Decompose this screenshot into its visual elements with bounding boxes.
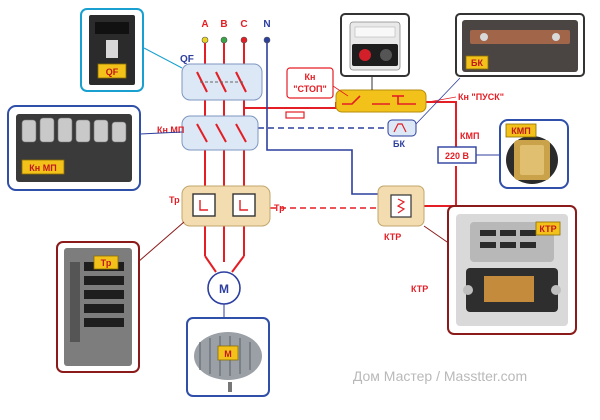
photo-kmp-coil: КМП — [499, 119, 569, 189]
phase-a-terminal — [201, 36, 209, 44]
photo-ktr-side-label: КТР — [411, 284, 428, 294]
tr-right-label: Тр — [274, 203, 285, 213]
phase-c-label: C — [240, 19, 247, 30]
ktr-block: КТР — [377, 185, 425, 242]
photo-bk-label: БК — [471, 58, 483, 68]
photo-qf: QF — [80, 8, 144, 92]
photo-qf-label: QF — [106, 67, 119, 77]
control-panel — [335, 89, 427, 113]
neutral-label: N — [263, 19, 270, 30]
bk-contact-block: БК — [387, 77, 461, 149]
phase-b-label: B — [220, 19, 227, 30]
photo-ktr: КТР КТР — [411, 205, 577, 335]
phase-a-to-motor — [204, 255, 217, 273]
photo-tr-relay: Тр — [56, 241, 140, 373]
coil-to-ktr — [424, 166, 457, 207]
neutral-terminal — [263, 36, 271, 44]
tr-element-right — [232, 193, 256, 217]
photo-button-station — [340, 13, 410, 77]
ktr-element — [390, 194, 412, 218]
bk-panel — [387, 119, 417, 137]
photo-ktr-label: КТР — [539, 224, 556, 234]
phase-a-label: A — [201, 19, 208, 30]
photo-bk: БК — [455, 13, 585, 77]
kn-stop-label-1: Кн — [305, 72, 316, 82]
voltage-label: 220 В — [445, 151, 470, 161]
photo-motor-label: М — [224, 349, 232, 359]
tr-left-label: Тр — [169, 195, 180, 205]
photo-tr-label: Тр — [101, 258, 112, 268]
stop-button-callout — [286, 67, 334, 99]
control-line-to-coil — [426, 101, 457, 150]
photo-kmp-label: КМП — [511, 126, 530, 136]
control-line-phase — [244, 102, 337, 109]
tr-element-left — [192, 193, 216, 217]
control-buttons-block: Кн "СТОП" Кн "ПУСК" — [285, 67, 504, 119]
qf-breaker-block: QF — [180, 54, 263, 101]
phase-c-terminal — [240, 36, 248, 44]
ktr-label: КТР — [384, 232, 401, 242]
fuse-element — [285, 111, 305, 119]
start-button-icon — [380, 49, 392, 61]
kn-pusk-label: Кн "ПУСК" — [458, 92, 504, 102]
watermark: Дом Мастер / Masstter.com — [353, 368, 527, 384]
callout-connectors — [137, 47, 451, 318]
photo-motor: М — [186, 317, 270, 397]
qf-label: QF — [180, 54, 194, 65]
neutral-line — [266, 40, 378, 195]
photo-kn-mp-label: Кн МП — [29, 163, 56, 173]
kn-mp-label: Кн МП — [157, 125, 184, 135]
motor-label: М — [219, 282, 229, 296]
bk-small-label: БК — [393, 139, 405, 149]
photo-kn-mp: Кн МП — [7, 105, 141, 191]
phase-c-to-motor — [231, 255, 245, 273]
kn-mp-block: Кн МП — [157, 115, 259, 151]
motor-symbol: М — [207, 271, 241, 305]
phase-b-terminal — [220, 36, 228, 44]
kmp-coil-block: КМП 220 В — [437, 131, 500, 164]
thermal-relay-block: Тр Тр — [169, 185, 285, 227]
kmp-label: КМП — [460, 131, 479, 141]
stop-button-icon — [359, 49, 371, 61]
kn-stop-label-2: "СТОП" — [293, 84, 327, 94]
